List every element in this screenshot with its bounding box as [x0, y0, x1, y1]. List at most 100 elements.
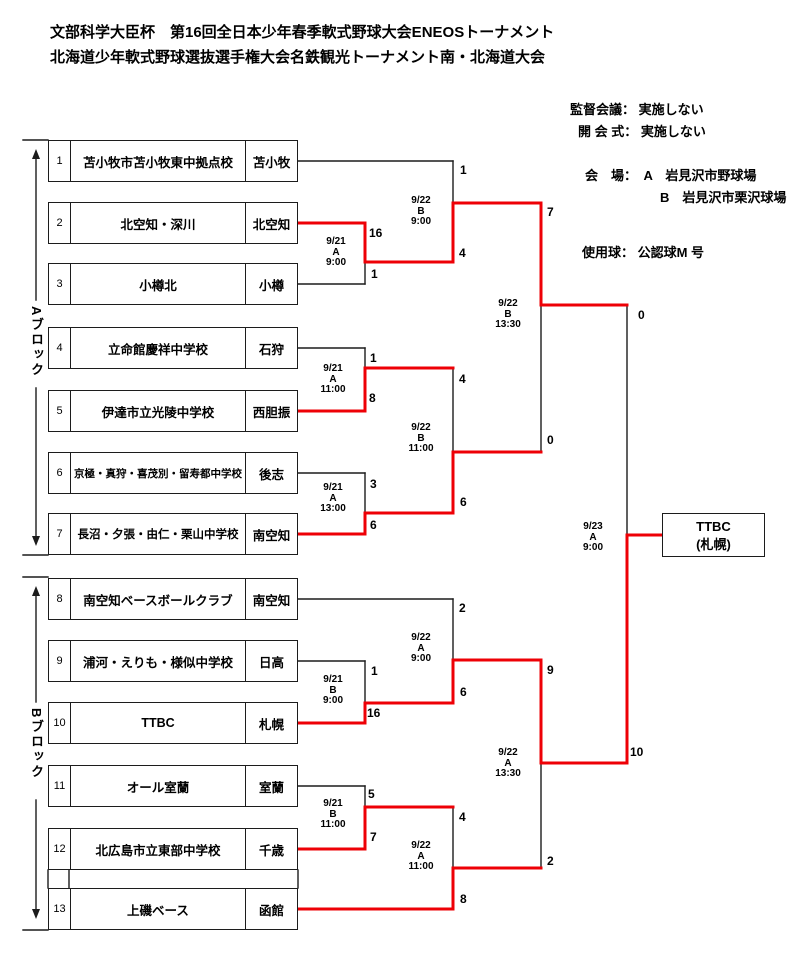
- info-row-1: 監督会議： 実施しない: [570, 102, 704, 117]
- schedule-line: 9/21: [326, 236, 346, 247]
- score-label: 7: [370, 830, 377, 844]
- score-label: 16: [367, 706, 381, 720]
- score-label: 3: [370, 477, 377, 491]
- team-name: 浦河・えりも・様似中学校: [70, 641, 245, 681]
- schedule-line: 9/22: [411, 632, 431, 643]
- team-number: 1: [56, 155, 63, 167]
- schedule-line: A: [417, 850, 425, 862]
- score-label: 9: [547, 663, 554, 677]
- team-region: 後志: [245, 453, 297, 493]
- schedule-line: B: [417, 205, 425, 217]
- team-region: 日高: [245, 641, 297, 681]
- team-region: 苫小牧: [245, 141, 297, 181]
- team-number: 3: [56, 278, 63, 290]
- info-row-3: 会 場： A 岩見沢市野球場: [585, 168, 757, 183]
- score-label: 0: [638, 308, 645, 322]
- team-name: オール室蘭: [70, 766, 245, 806]
- schedule-line: 13:30: [495, 319, 521, 330]
- schedule-line: 9/22: [411, 422, 431, 433]
- score-label: 6: [460, 685, 467, 699]
- team-region: 札幌: [245, 703, 297, 743]
- score-label: 8: [460, 892, 467, 906]
- schedule-line: B: [329, 684, 337, 696]
- schedule-line: B: [504, 308, 512, 320]
- score-label: 4: [459, 372, 466, 386]
- schedule-line: A: [504, 757, 512, 769]
- info-row-2: 開 会 式： 実施しない: [578, 124, 706, 139]
- score-label: 1: [460, 163, 467, 177]
- schedule-line: 13:30: [495, 768, 521, 779]
- team-name: 京極・真狩・喜茂別・留寿都中学校: [70, 453, 245, 493]
- schedule-line: 9:00: [325, 257, 347, 268]
- score-label: 1: [370, 351, 377, 365]
- schedule-line: 11:00: [408, 861, 434, 872]
- champion-box: TTBC (札幌): [662, 513, 765, 557]
- score-label: 8: [369, 391, 376, 405]
- team-number: 7: [56, 528, 63, 540]
- schedule-line: 9:00: [582, 542, 604, 553]
- schedule-line: B: [329, 808, 337, 820]
- schedule-line: 9:00: [410, 653, 432, 664]
- team-region: 南空知: [245, 579, 297, 619]
- schedule-line: 9/21: [323, 674, 343, 685]
- score-label: 0: [547, 433, 554, 447]
- page-title: 文部科学大臣杯 第16回全日本少年春季軟式野球大会ENEOSトーナメント 北海道…: [50, 20, 555, 70]
- schedule-line: A: [329, 492, 337, 504]
- score-label: 4: [459, 810, 466, 824]
- team-name: TTBC: [70, 703, 245, 743]
- block-label-a: Aブロック: [29, 306, 44, 378]
- team-region: 函館: [245, 889, 297, 929]
- schedule-line: 11:00: [408, 443, 434, 454]
- schedule-line: 9/22: [411, 195, 431, 206]
- team-name: 苫小牧市苫小牧東中拠点校: [70, 141, 245, 181]
- team-number: 4: [56, 342, 63, 354]
- info-row-5: 使用球： 公認球M 号: [582, 245, 705, 260]
- team-region: 南空知: [245, 514, 297, 554]
- team-name: 南空知ベースボールクラブ: [70, 579, 245, 619]
- team-name: 上磯ベース: [70, 889, 245, 929]
- team-number: 13: [53, 903, 66, 915]
- schedule-line: 9/23: [583, 521, 603, 532]
- team-region: 北空知: [245, 203, 297, 243]
- schedule-line: A: [329, 373, 337, 385]
- title-line-1: 文部科学大臣杯 第16回全日本少年春季軟式野球大会ENEOSトーナメント: [50, 24, 555, 41]
- title-line-2: 北海道少年軟式野球選抜選手権大会名鉄観光トーナメント南・北海道大会: [50, 49, 546, 66]
- schedule-line: 9/22: [411, 840, 431, 851]
- team-region: 石狩: [245, 328, 297, 368]
- info-row-4: B 岩見沢市栗沢球場: [660, 190, 787, 205]
- score-label: 16: [369, 226, 383, 240]
- team-number: 2: [56, 217, 63, 229]
- schedule-line: B: [417, 432, 425, 444]
- schedule-line: A: [332, 246, 340, 258]
- team-name: 長沼・夕張・由仁・栗山中学校: [70, 514, 245, 554]
- score-label: 1: [371, 267, 378, 281]
- score-label: 4: [459, 246, 466, 260]
- team-number: 12: [53, 843, 66, 855]
- team-name: 小樽北: [70, 264, 245, 304]
- score-label: 6: [370, 518, 377, 532]
- champion-city: (札幌): [696, 536, 731, 552]
- schedule-line: 9/22: [498, 747, 518, 758]
- score-label: 7: [547, 205, 554, 219]
- schedule-line: 9:00: [410, 216, 432, 227]
- team-region: 千歳: [245, 829, 297, 869]
